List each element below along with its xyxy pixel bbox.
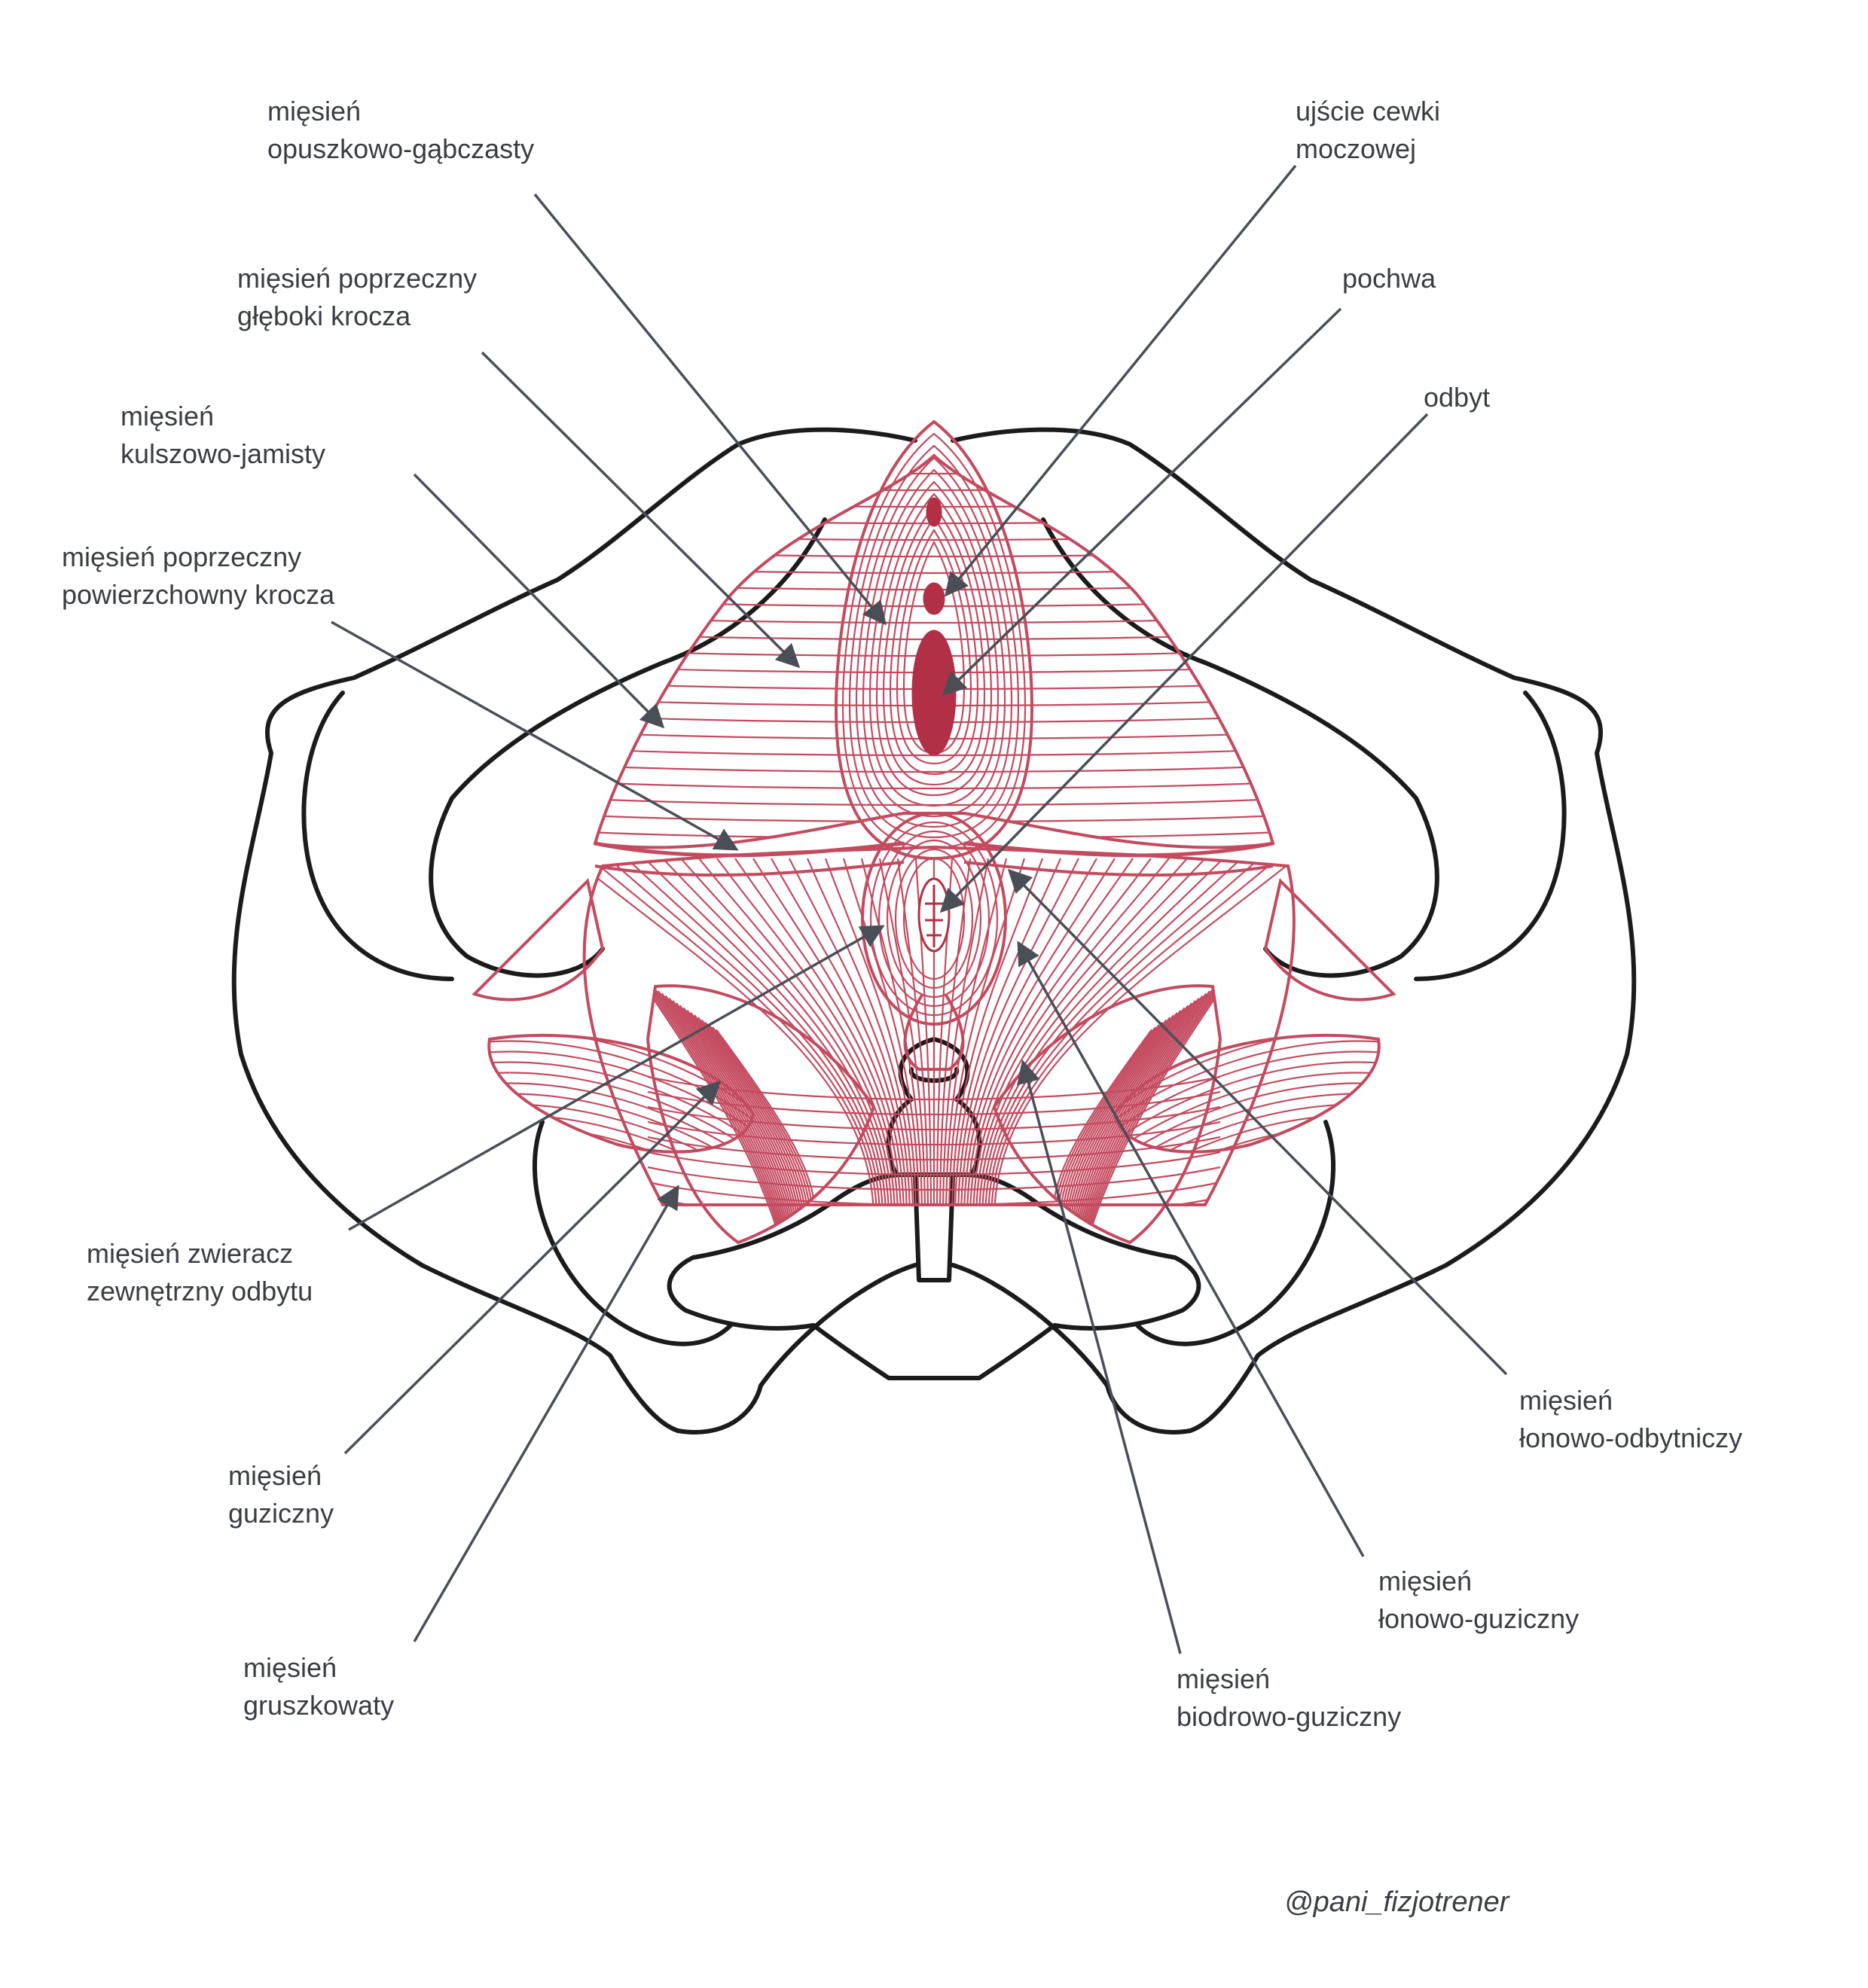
clitoris: [926, 497, 942, 527]
label-deep-transverse: mięsień poprzeczny głęboki krocza: [237, 263, 478, 331]
leader-piriformis: [413, 1185, 679, 1642]
leader-urethral-opening: [945, 164, 1297, 597]
label-puborectalis: mięsień łonowo-odbytniczy: [1519, 1385, 1743, 1453]
leader-bulbospongiosus: [533, 193, 887, 626]
leader-coccygeus: [343, 1080, 722, 1455]
label-external-anal-sphincter: mięsień zwieracz zewnętrzny odbytu: [87, 1238, 313, 1307]
pelvic-floor-muscles: [472, 419, 1396, 1245]
leader-puborectalis: [1007, 868, 1508, 1376]
label-piriformis: mięsień gruszkowaty: [243, 1652, 395, 1721]
urethral-opening: [923, 582, 945, 615]
leader-pubococcygeus: [1017, 941, 1365, 1557]
label-vagina: pochwa: [1342, 263, 1436, 294]
author-credit: @pani_fizjotrener: [1284, 1886, 1509, 1918]
leader-external-anal-sphincter: [348, 925, 885, 1231]
leader-deep-transverse: [481, 351, 801, 669]
label-bulbospongiosus: mięsień opuszkowo-gąbczasty: [267, 96, 535, 164]
label-urethral-opening: ujście cewki moczowej: [1296, 96, 1441, 164]
label-coccygeus: mięsień guziczny: [228, 1460, 334, 1529]
label-superficial-transverse: mięsień poprzeczny powierzchowny krocza: [62, 541, 335, 610]
label-ischiocavernosus: mięsień kulszowo-jamisty: [121, 401, 326, 469]
leader-iliococcygeus: [1017, 1059, 1182, 1654]
leader-superficial-transverse: [331, 620, 739, 851]
leader-anus: [939, 413, 1429, 913]
vaginal-opening: [911, 630, 957, 756]
label-pubococcygeus: mięsień łonowo-guziczny: [1378, 1566, 1580, 1634]
leader-ischiocavernosus: [413, 473, 665, 729]
leader-vagina: [942, 307, 1342, 697]
leader-lines: [331, 164, 1508, 1654]
label-iliococcygeus: mięsień biodrowo-guziczny: [1177, 1663, 1402, 1732]
external-anal-sphincter: [861, 812, 1007, 1026]
label-anus: odbyt: [1424, 382, 1491, 413]
